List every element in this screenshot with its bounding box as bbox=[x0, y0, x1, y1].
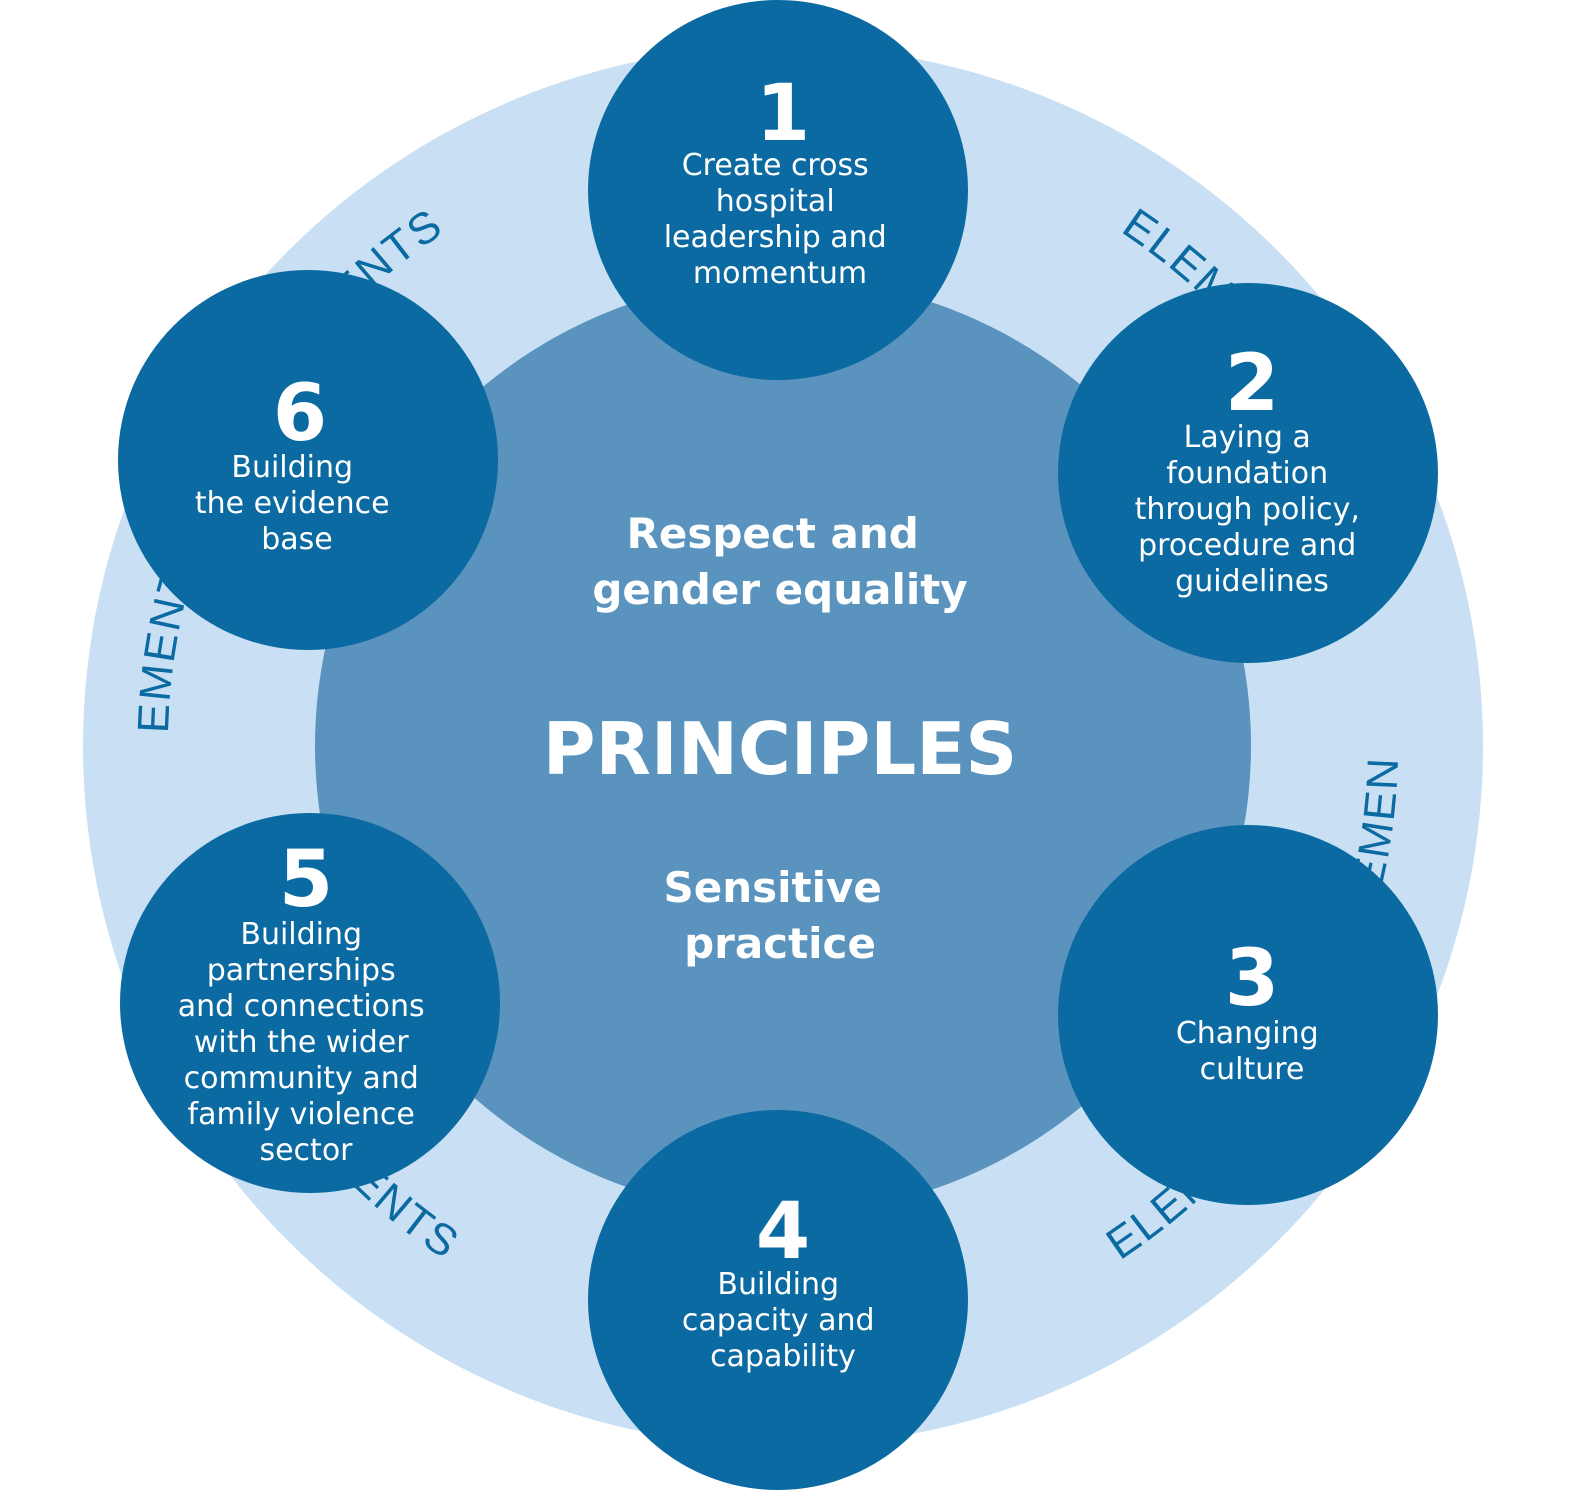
step-5-circle bbox=[120, 813, 500, 1193]
principle-respect: Respect and gender equality bbox=[592, 509, 967, 614]
step-1-number: 1 bbox=[756, 69, 810, 159]
step-2-number: 2 bbox=[1225, 339, 1279, 429]
step-4: 4 Building capacity and capability bbox=[588, 1110, 968, 1490]
step-4-circle bbox=[588, 1110, 968, 1490]
principles-disc bbox=[315, 278, 1251, 1214]
step-5-number: 5 bbox=[279, 835, 333, 925]
step-3-label: Changing culture bbox=[1176, 1016, 1328, 1087]
step-1-circle bbox=[588, 0, 968, 380]
step-2-circle bbox=[1058, 283, 1438, 663]
step-6-number: 6 bbox=[273, 369, 327, 459]
step-5-label: Building partnerships and connections wi… bbox=[178, 917, 434, 1168]
step-1-label: Create cross hospital leadership and mom… bbox=[664, 148, 897, 291]
step-3-circle bbox=[1058, 825, 1438, 1205]
step-4-number: 4 bbox=[756, 1187, 810, 1277]
step-3: 3 Changing culture bbox=[1058, 825, 1438, 1205]
step-4-label: Building capacity and capability bbox=[682, 1267, 884, 1374]
step-1: 1 Create cross hospital leadership and m… bbox=[588, 0, 968, 380]
step-6: 6 Building the evidence base bbox=[118, 270, 498, 650]
step-2-label: Laying a foundation through policy, proc… bbox=[1135, 420, 1370, 599]
step-6-circle bbox=[118, 270, 498, 650]
step-3-number: 3 bbox=[1225, 934, 1279, 1024]
step-6-label: Building the evidence base bbox=[195, 450, 399, 557]
principle-sensitive-practice: Sensitive practice bbox=[664, 863, 897, 968]
principles-title: PRINCIPLES bbox=[543, 707, 1018, 791]
step-5: 5 Building partnerships and connections … bbox=[120, 813, 500, 1193]
step-2: 2 Laying a foundation through policy, pr… bbox=[1058, 283, 1438, 663]
